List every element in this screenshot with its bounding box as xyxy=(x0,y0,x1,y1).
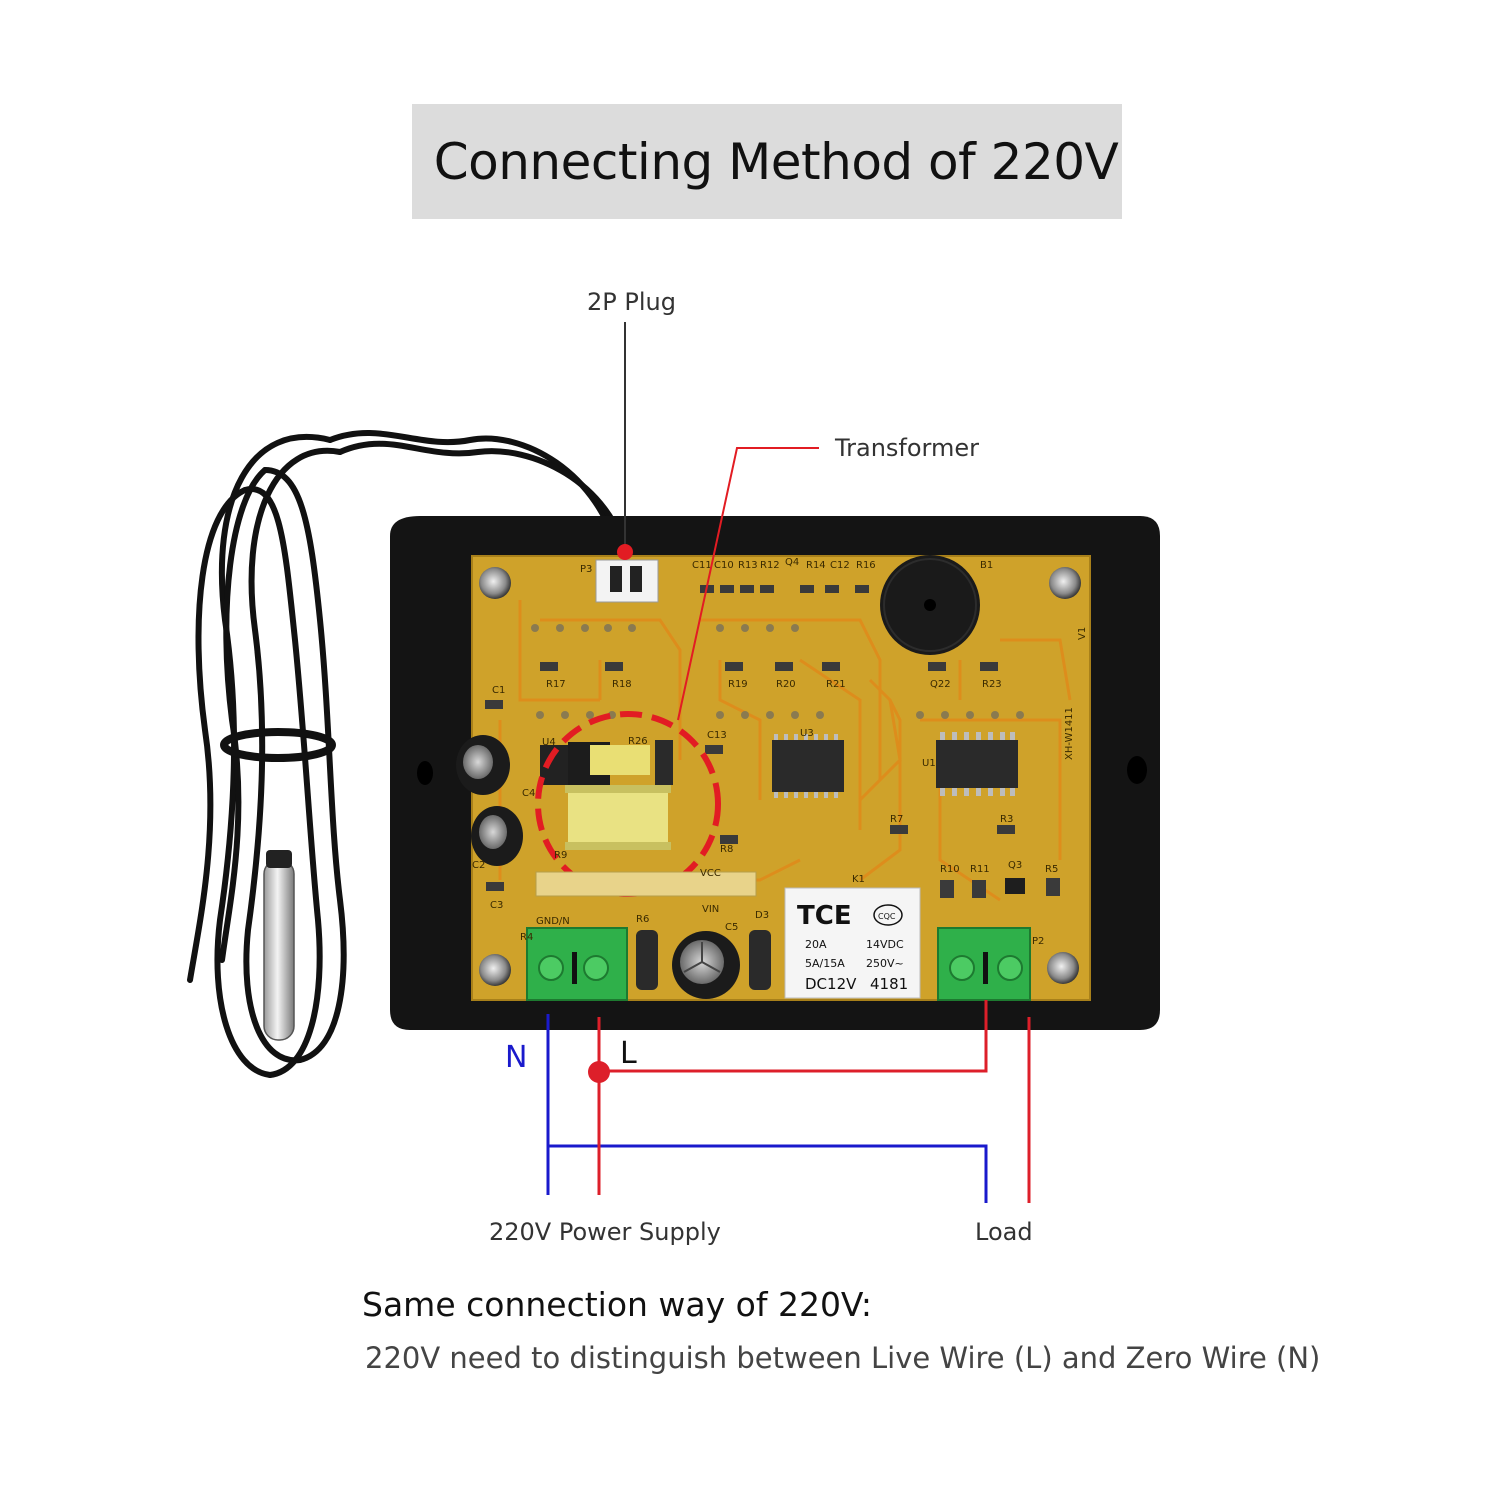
silk-c10: C10 xyxy=(714,560,734,571)
silk-r5: R5 xyxy=(1045,864,1058,875)
plug-callout-line xyxy=(617,322,633,560)
silk-r23: R23 xyxy=(982,679,1002,690)
silk-c1: C1 xyxy=(492,685,505,696)
relay-rating-3-right: 4181 xyxy=(870,975,908,993)
neutral-wire xyxy=(546,1014,988,1203)
silk-r10: R10 xyxy=(940,864,960,875)
relay-brand: TCE xyxy=(797,901,852,931)
relay-rating-2-left: 5A/15A xyxy=(805,957,845,970)
silk-r20: R20 xyxy=(776,679,796,690)
capacitor-c2 xyxy=(471,806,523,866)
silk-q4: Q4 xyxy=(785,557,799,568)
title-banner: Connecting Method of 220V xyxy=(412,104,1122,219)
silk-gnd-n: GND/N xyxy=(536,916,570,927)
silk-r14: R14 xyxy=(806,560,826,571)
load-label: Load xyxy=(975,1218,1033,1246)
silkscreen-labels: P3 C11 C10 R13 R12 Q4 R14 C12 R16 B1 R17… xyxy=(472,557,1088,947)
silk-k1: K1 xyxy=(852,874,865,885)
silk-r19: R19 xyxy=(728,679,748,690)
relay-rating-1-right: 14VDC xyxy=(866,938,904,951)
transformer-component xyxy=(565,740,673,850)
relay-k1: TCE CQC 20A 14VDC 5A/15A 250V~ DC12V 418… xyxy=(784,887,921,999)
capacitor-c4 xyxy=(456,735,510,795)
silk-r12: R12 xyxy=(760,560,780,571)
silk-b1: B1 xyxy=(980,560,993,571)
silk-q22: Q22 xyxy=(930,679,951,690)
silk-r16: R16 xyxy=(856,560,876,571)
note-body: 220V need to distinguish between Live Wi… xyxy=(365,1341,1321,1375)
silk-version: V1 xyxy=(1077,627,1088,640)
two-pin-plug-connector xyxy=(595,559,659,603)
live-junction xyxy=(588,1061,610,1083)
page-title: Connecting Method of 220V xyxy=(433,132,1119,191)
silk-c3: C3 xyxy=(490,900,503,911)
silk-r26: R26 xyxy=(628,736,648,747)
silk-p2: P2 xyxy=(1032,936,1044,947)
silk-u1: U1 xyxy=(922,758,936,769)
silk-r17: R17 xyxy=(546,679,566,690)
terminal-block-input xyxy=(526,927,628,1001)
silk-vin: VIN xyxy=(702,904,719,915)
silk-vcc: VCC xyxy=(700,868,721,879)
plug-callout-label: 2P Plug xyxy=(587,288,676,316)
transistor-q3 xyxy=(1005,878,1025,894)
silk-c2: C2 xyxy=(472,860,485,871)
silk-d3: D3 xyxy=(755,910,769,921)
silk-u4: U4 xyxy=(542,737,556,748)
neutral-label: N xyxy=(505,1040,528,1075)
buzzer-b1 xyxy=(880,555,980,655)
relay-rating-2-right: 250V~ xyxy=(866,957,904,970)
silk-r3: R3 xyxy=(1000,814,1013,825)
mounting-screws xyxy=(479,567,1081,986)
silk-r9: R9 xyxy=(554,850,567,861)
transformer-callout-label: Transformer xyxy=(835,434,980,462)
silk-r6: R6 xyxy=(636,914,649,925)
silk-c4: C4 xyxy=(522,788,535,799)
chip-u3 xyxy=(772,734,844,798)
silk-q3: Q3 xyxy=(1008,860,1022,871)
relay-cert: CQC xyxy=(878,912,896,921)
cable-tie xyxy=(220,728,336,762)
relay-rating-1-left: 20A xyxy=(805,938,827,951)
note-heading: Same connection way of 220V: xyxy=(362,1285,872,1324)
silk-c12: C12 xyxy=(830,560,850,571)
silk-u3: U3 xyxy=(800,728,814,739)
silk-r8: R8 xyxy=(720,844,733,855)
relay-rating-3-left: DC12V xyxy=(805,975,857,993)
live-wire xyxy=(597,1000,1031,1203)
silk-r11: R11 xyxy=(970,864,990,875)
silk-p3: P3 xyxy=(580,564,592,575)
terminal-block-output xyxy=(937,927,1031,1001)
live-label: L xyxy=(620,1036,637,1071)
transformer-callout-line xyxy=(677,447,819,721)
temperature-probe xyxy=(263,850,295,1041)
silk-c13: C13 xyxy=(707,730,727,741)
silk-r18: R18 xyxy=(612,679,632,690)
silk-r13: R13 xyxy=(738,560,758,571)
chip-u1 xyxy=(936,732,1018,796)
silk-model: XH-W1411 xyxy=(1064,707,1075,760)
power-supply-label: 220V Power Supply xyxy=(489,1218,721,1246)
pcb-board: TCE CQC 20A 14VDC 5A/15A 250V~ DC12V 418… xyxy=(456,555,1091,1001)
silk-c11: C11 xyxy=(692,560,712,571)
silk-r4: R4 xyxy=(520,932,533,943)
capacitor-c5 xyxy=(672,931,740,999)
silk-c5: C5 xyxy=(725,922,738,933)
silk-r7: R7 xyxy=(890,814,903,825)
silk-r21: R21 xyxy=(826,679,846,690)
